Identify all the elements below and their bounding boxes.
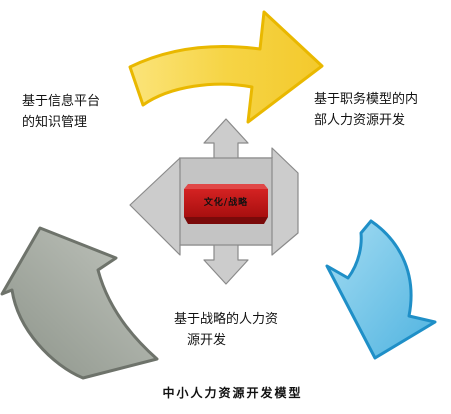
node-label-strategy: 基于战略的人力资 源开发 xyxy=(174,309,278,351)
node-label-line: 的知识管理 xyxy=(22,115,88,130)
culture-strategy-box xyxy=(184,189,268,217)
node-label-line: 基于信息平台 xyxy=(22,94,101,109)
node-label-line: 基于职务模型的内 xyxy=(314,92,419,107)
center-label: 文化/战略 xyxy=(203,198,249,208)
node-label-line: 基于战略的人力资 xyxy=(174,312,279,327)
node-label-job-model: 基于职务模型的内 部人力资源开发 xyxy=(314,89,418,131)
gray-cycle-arrow xyxy=(0,226,159,380)
node-label-line: 部人力资源开发 xyxy=(314,113,406,128)
blue-cycle-arrow xyxy=(325,219,437,360)
culture-strategy-box-bottom xyxy=(184,217,268,224)
culture-strategy-box-top xyxy=(184,184,268,189)
node-label-info-platform: 基于信息平台 的知识管理 xyxy=(22,91,100,133)
node-label-line: 源开发 xyxy=(187,333,227,348)
yellow-cycle-arrow xyxy=(128,10,324,124)
diagram-caption: 中小人力资源开发模型 xyxy=(162,386,303,400)
